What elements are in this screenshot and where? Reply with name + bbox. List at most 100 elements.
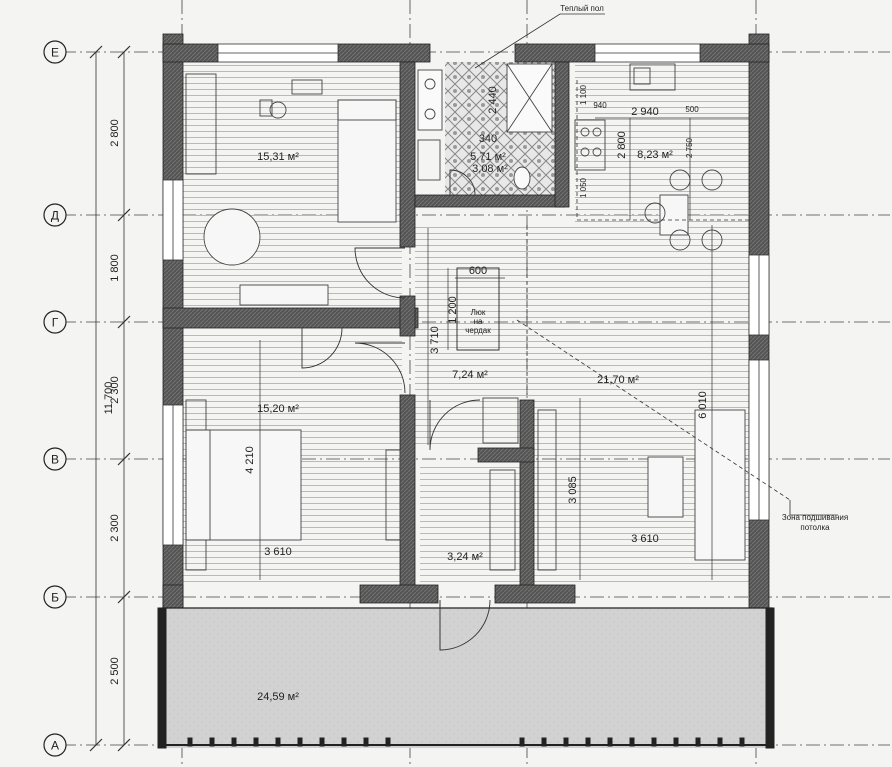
desk [291, 79, 323, 95]
dashed-lines [516, 80, 791, 501]
dim-bed2-4210: 4 210 [244, 446, 256, 474]
wardrobe-1 [185, 73, 217, 175]
floor-hall [415, 225, 527, 445]
windows [162, 43, 770, 546]
area-hall: 7,24 м² [452, 369, 488, 381]
dim-seg-4: 2 300 [109, 514, 121, 542]
note-ceiling-2: потолка [800, 523, 830, 532]
area-bedroom-1: 15,31 м² [257, 151, 299, 163]
axis-label-v: В [51, 453, 59, 467]
note-hatch-3: чердак [465, 326, 491, 335]
dim-kitchen-940: 940 [593, 101, 607, 110]
dim-seg-5: 2 500 [109, 657, 121, 685]
axis-marker-e: Е [43, 40, 67, 64]
wall-north-1 [162, 43, 219, 63]
area-vestibule: 3,24 м² [447, 551, 483, 563]
dim-kitchen-1050: 1 050 [579, 177, 588, 198]
axis-label-d: Д [51, 209, 59, 223]
hall-cabinet [482, 397, 519, 444]
dim-kitchen-2800: 2 800 [616, 131, 628, 159]
dim-hatch-w: 600 [469, 265, 487, 277]
chair-1 [259, 99, 273, 117]
attic-hatch [456, 267, 500, 351]
axis-marker-a: А [43, 733, 67, 757]
floor-vestibule [420, 465, 520, 585]
wall-vestibule-east [519, 399, 535, 601]
wall-south-2 [494, 584, 576, 604]
wall-bed2-east [399, 394, 416, 601]
door-bathroom [449, 169, 476, 196]
dim-seg-2: 1 800 [109, 254, 121, 282]
dining-chair-2 [701, 169, 723, 191]
stove [574, 119, 606, 171]
wall-north-2 [337, 43, 431, 63]
dining-table [659, 194, 689, 236]
axis-marker-g: Г [43, 310, 67, 334]
inner-dimension-lines [259, 117, 749, 580]
wall-south-corner-w [162, 584, 184, 609]
leader-lines [474, 13, 838, 516]
coffee-table [647, 456, 684, 518]
axis-marker-b: Б [43, 585, 67, 609]
dining-chair-4 [669, 229, 691, 251]
dim-bath-2440: 2 440 [487, 86, 499, 114]
wall-bedrooms-divider [162, 307, 419, 329]
wall-bed1-east [399, 61, 416, 248]
railing-posts [157, 639, 775, 747]
dim-kitchen-1100: 1 100 [579, 84, 588, 105]
doors [301, 169, 491, 651]
wall-stub-g [399, 295, 416, 337]
bed-single [337, 99, 397, 223]
area-kitchen: 8,23 м² [637, 149, 673, 161]
door-bedroom-1 [354, 247, 406, 299]
axis-label-g: Г [52, 316, 59, 330]
dim-bed2-3610: 3 610 [264, 546, 292, 558]
dim-overall: 11 700 [103, 382, 115, 415]
terrace-railing [157, 607, 775, 749]
desk-chair [269, 101, 287, 119]
door-bed2-closet [301, 327, 343, 369]
kitchen-sink [629, 63, 676, 91]
wall-bath-east [554, 61, 570, 208]
nightstand-2 [185, 539, 207, 571]
dim-hall-3710: 3 710 [429, 326, 441, 354]
furniture [185, 63, 746, 571]
axis-marker-v: В [43, 447, 67, 471]
area-terrace: 24,59 м² [257, 691, 299, 703]
nightstand-1 [185, 399, 207, 431]
coat-rack [489, 469, 516, 571]
dresser-1 [239, 284, 329, 306]
dim-hatch-h: 1 200 [447, 296, 459, 324]
door-hall-closet [429, 399, 481, 451]
wall-bath-south [414, 194, 566, 208]
dresser-2 [385, 449, 401, 541]
round-rug [203, 208, 261, 266]
room-floors [162, 62, 772, 748]
dim-kitchen-2750: 2 750 [685, 137, 694, 158]
wall-vestibule-north [477, 447, 535, 463]
wall-south-1 [359, 584, 439, 604]
bed-double [185, 429, 302, 541]
washer [417, 139, 441, 181]
toilet [513, 166, 531, 190]
sofa [694, 409, 746, 561]
axis-markers: Е Д Г В Б А [43, 40, 67, 757]
door-bedroom-2 [354, 342, 406, 394]
dining-chair-3 [644, 202, 666, 224]
area-shower: 3,08 м² [472, 163, 508, 175]
area-bathroom: 5,71 м² [470, 151, 506, 163]
axis-marker-d: Д [43, 203, 67, 227]
wall-north-3 [514, 43, 596, 63]
note-ceiling-1: Зона подшивания [782, 513, 848, 522]
door-entrance [439, 599, 491, 651]
dim-seg-1: 2 800 [109, 119, 121, 147]
dimension-lines-left [89, 45, 131, 752]
axis-label-b: Б [51, 591, 59, 605]
dim-living-3610: 3 610 [631, 533, 659, 545]
dim-kitchen-2940: 2 940 [631, 106, 659, 118]
axis-label-a: А [51, 739, 59, 753]
note-warm-floor: Теплый пол [560, 4, 604, 13]
wall-north-4 [699, 43, 770, 63]
area-bedroom-2: 15,20 м² [257, 403, 299, 415]
